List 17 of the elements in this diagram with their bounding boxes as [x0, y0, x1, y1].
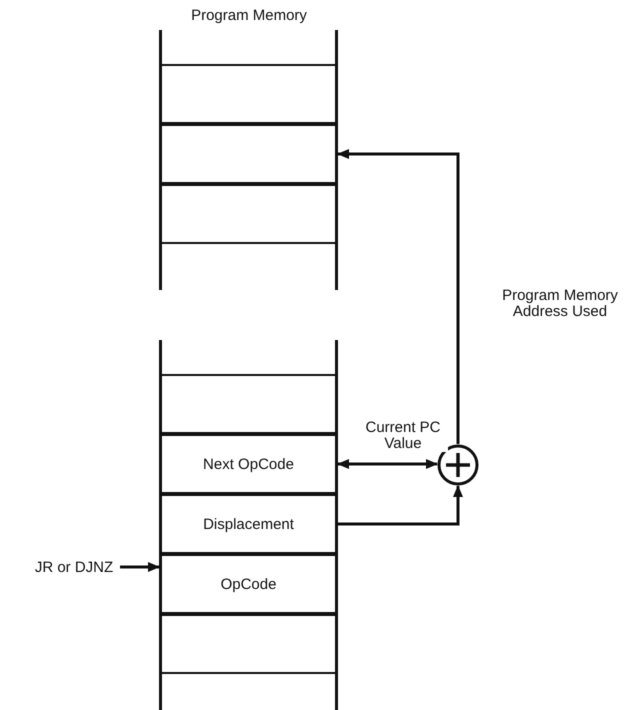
memory-cell [159, 184, 338, 244]
memory-cell [159, 434, 338, 494]
arrow [120, 562, 160, 572]
cell-text: Displacement [203, 516, 294, 532]
memory-cell [159, 64, 338, 124]
memory-cell [159, 494, 338, 554]
adder-circle [437, 444, 479, 486]
memory-cell [159, 614, 338, 674]
memory-cell [159, 554, 338, 614]
memory-cell [159, 374, 338, 434]
arrow [338, 485, 463, 526]
cell-text: OpCode [220, 576, 276, 592]
cell-text: Next OpCode [203, 456, 294, 472]
memory-cell [159, 124, 338, 184]
arrow [337, 459, 438, 469]
input-label: JR or DJNZ [28, 556, 120, 578]
arrow [337, 149, 460, 444]
